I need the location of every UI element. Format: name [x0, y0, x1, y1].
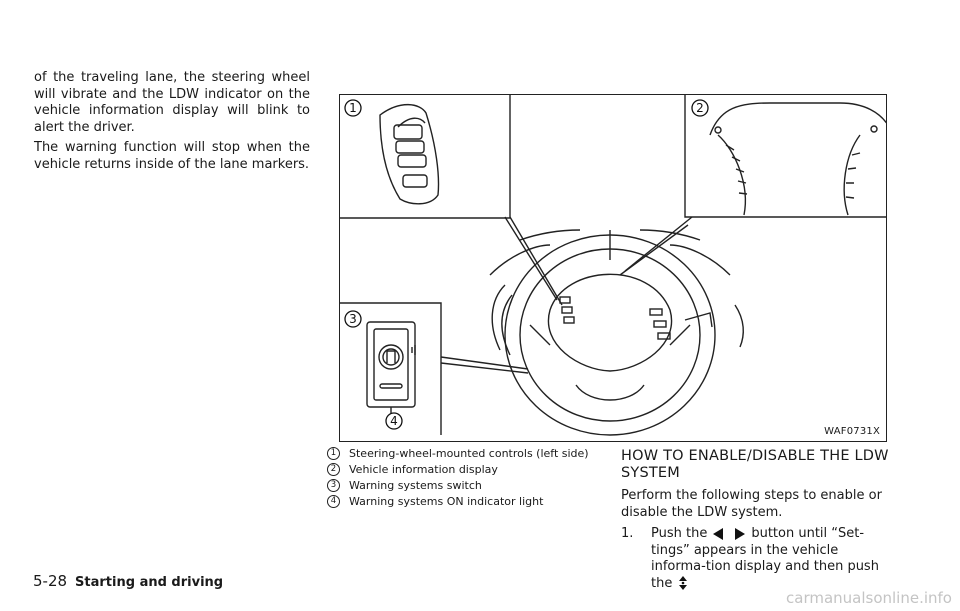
legend-number: 1	[327, 447, 340, 460]
leader-line-1	[504, 216, 558, 301]
leader-line-3	[440, 356, 529, 370]
callout-2	[691, 99, 709, 117]
callout-1-label: 1	[349, 101, 357, 115]
figure-legend: 1 Steering-wheel-mounted controls (left …	[327, 447, 607, 511]
page-number: 5-28	[33, 572, 68, 590]
callout-4	[385, 412, 403, 430]
legend-number: 2	[327, 463, 340, 476]
page-footer: 5-28 Starting and driving	[33, 572, 223, 590]
legend-text: Steering-wheel-mounted controls (left si…	[349, 447, 589, 460]
step-number: 1.	[621, 526, 634, 541]
step-text-mid: button until “Set-tings” appears in the …	[651, 526, 879, 591]
leader-line-1b	[509, 216, 563, 306]
body-text-column: of the traveling lane, the steering whee…	[34, 70, 310, 177]
callout-4-label: 4	[390, 414, 398, 428]
legend-item: 3 Warning systems switch	[327, 479, 607, 492]
section-column: HOW TO ENABLE/DISABLE THE LDW SYSTEM Per…	[621, 448, 889, 592]
figure-code: WAF0731X	[824, 426, 880, 437]
switch-panel	[366, 321, 416, 425]
ok-scroll-icon	[679, 576, 688, 590]
left-triangle-icon	[713, 527, 724, 540]
inset-2-border	[684, 95, 886, 218]
legend-number: 3	[327, 479, 340, 492]
legend-text: Warning systems ON indicator light	[349, 495, 544, 508]
legend-item: 2 Vehicle information display	[327, 463, 607, 476]
callout-3	[344, 310, 362, 328]
instrument-cluster-illustration	[709, 102, 886, 216]
watermark: carmanualsonline.info	[786, 589, 952, 607]
callout-3-label: 3	[349, 312, 357, 326]
controls-panel-illustration	[379, 103, 440, 205]
step-text-pre: Push the	[651, 526, 708, 541]
legend-number: 4	[327, 495, 340, 508]
leader-line-3b	[440, 362, 529, 374]
inset-3-border	[340, 302, 442, 435]
leader-line-2b	[624, 216, 693, 272]
footer-section-title: Starting and driving	[75, 575, 224, 590]
right-triangle-icon	[735, 527, 746, 540]
legend-text: Warning systems switch	[349, 479, 482, 492]
callout-2-label: 2	[696, 101, 704, 115]
body-paragraph-1: of the traveling lane, the steering whee…	[34, 70, 310, 135]
callout-1	[344, 99, 362, 117]
ldw-controls-figure: 1 2 3 4 WAF0731X	[339, 94, 887, 442]
section-heading: HOW TO ENABLE/DISABLE THE LDW SYSTEM	[621, 448, 889, 481]
body-paragraph-2: The warning function will stop when the …	[34, 140, 310, 172]
steering-wheel	[489, 229, 744, 436]
section-intro: Perform the following steps to enable or…	[621, 488, 882, 520]
legend-text: Vehicle information display	[349, 463, 498, 476]
steering-wheel-illustration: 1 2 3 4	[340, 95, 886, 436]
legend-item: 4 Warning systems ON indicator light	[327, 495, 607, 508]
legend-item: 1 Steering-wheel-mounted controls (left …	[327, 447, 607, 460]
